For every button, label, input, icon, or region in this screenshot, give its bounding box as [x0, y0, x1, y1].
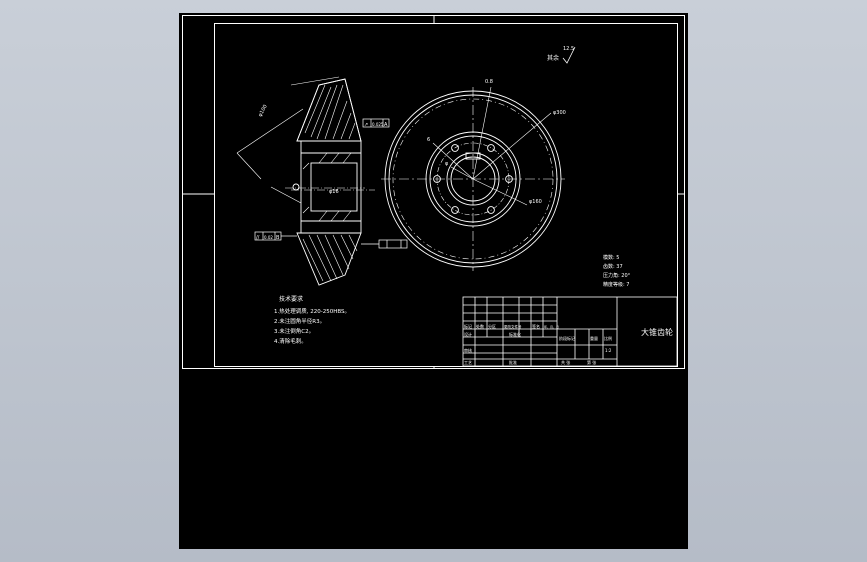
param-line: 齿数: 37	[603, 263, 623, 270]
tech-note: 2.未注圆角半径R3。	[274, 317, 325, 325]
gdt-runout-value: 0.025	[372, 122, 384, 127]
title-block	[462, 296, 678, 367]
tb-cell: 共 张	[561, 359, 570, 365]
tech-note: 3.未注倒角C2。	[274, 327, 314, 335]
param-line: 精度等级: 7	[603, 281, 629, 288]
tb-cell: 重量	[590, 335, 598, 341]
gear-parameters: 模数: 5 齿数: 37 压力角: 20° 精度等级: 7	[603, 254, 631, 288]
dim-bcd: φ160	[529, 199, 542, 205]
param-line: 模数: 5	[603, 254, 619, 261]
centering-marks	[183, 16, 684, 369]
gdt-runout-frame: ↗ 0.025 A	[362, 118, 390, 128]
tb-cell: 1:2	[605, 348, 612, 353]
tb-cell: 更改文件号	[504, 324, 522, 329]
inner-frame	[214, 23, 678, 367]
gdt-parallel-frame: // 0.02 B	[254, 231, 297, 241]
tb-cell: 第 张	[587, 359, 596, 365]
part-name: 大锥齿轮	[641, 327, 673, 337]
gear-drawing: φ300 φ160 0.8 6 φ 其余 12.5	[182, 15, 685, 369]
tech-title: 技术要求	[279, 295, 303, 303]
roughness-note: 其余	[547, 54, 559, 62]
dim-top: 0.8	[485, 79, 493, 85]
gdt-parallel-value: 0.02	[264, 235, 273, 240]
tech-note: 1.热处理调质, 220-250HBS。	[274, 307, 350, 315]
gdt-lower-frame	[361, 239, 408, 249]
tb-cell: 设计	[464, 331, 472, 337]
gear-section-view	[236, 76, 375, 286]
gdt-ref-b: B	[276, 235, 280, 241]
section-hatch-lower	[302, 234, 358, 282]
param-line: 压力角: 20°	[603, 272, 631, 279]
gdt-runout-symbol: ↗	[364, 122, 368, 128]
title-block-text: 标记 处数 分区 更改文件号 签名 年、月、日 设计 标准化 审核 工艺 批准 …	[464, 323, 673, 365]
tb-cell: 阶段标记	[559, 335, 575, 341]
dim-outer: φ300	[553, 110, 566, 116]
tb-cell: 工艺	[464, 360, 472, 365]
tb-cell: 签名	[532, 323, 540, 329]
tb-cell: 审核	[464, 347, 472, 353]
tech-note: 4.清除毛刺。	[274, 337, 307, 345]
technical-requirements: 技术要求 1.热处理调质, 220-250HBS。 2.未注圆角半径R3。 3.…	[274, 295, 350, 345]
dim-bore: φ	[445, 161, 449, 167]
tb-cell: 标准化	[509, 331, 521, 337]
roughness-value: 12.5	[563, 46, 574, 52]
tb-cell: 年、月、日	[544, 324, 559, 329]
tb-cell: 标记	[464, 323, 472, 329]
drawing-sheet: φ300 φ160 0.8 6 φ 其余 12.5	[179, 13, 688, 549]
gdt-parallel-symbol: //	[256, 235, 260, 241]
tb-cell: 比例	[604, 335, 612, 341]
dim-small: 6	[427, 137, 430, 143]
gear-front-view	[381, 86, 565, 271]
tb-cell: 分区	[488, 323, 496, 329]
section-hatch-hub	[302, 152, 352, 222]
gdt-ref-a: A	[384, 122, 388, 128]
tb-cell: 批准	[509, 359, 517, 365]
section-hatch-upper	[304, 84, 356, 140]
outer-border	[182, 15, 685, 369]
roughness-symbol: 其余 12.5	[547, 46, 576, 64]
dim-left: φ16	[329, 189, 339, 195]
dim-slant: φ100	[257, 104, 268, 118]
tb-cell: 处数	[476, 323, 484, 329]
